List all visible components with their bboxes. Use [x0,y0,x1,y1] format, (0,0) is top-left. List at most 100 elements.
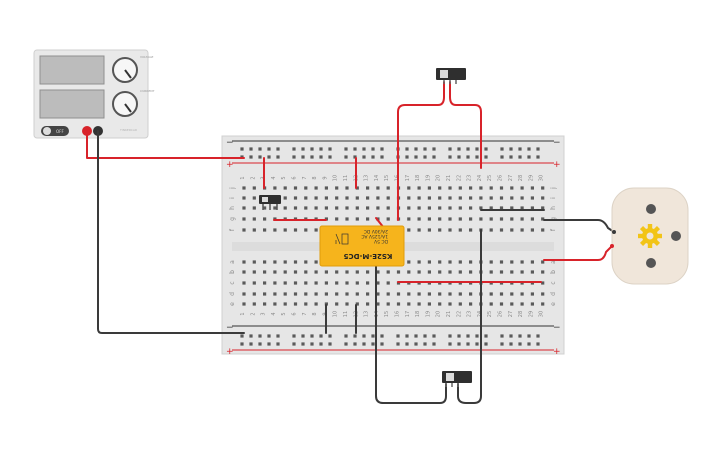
hole-bottom[interactable] [396,270,401,274]
hole-rail[interactable] [414,334,418,338]
hole-bottom[interactable] [293,281,298,285]
hole-top[interactable] [469,217,473,221]
hole-bottom[interactable] [324,270,328,274]
hole-top[interactable] [438,206,442,210]
hole-bottom[interactable] [263,270,267,274]
hole-rail[interactable] [380,155,384,159]
hole-bottom[interactable] [242,281,246,285]
hole-rail[interactable] [448,147,452,151]
hole-top[interactable] [438,186,442,190]
hole-rail[interactable] [432,334,436,338]
hole-rail[interactable] [276,334,280,338]
red-wire-supply-positive[interactable] [86,130,245,159]
hole-top[interactable] [541,206,545,210]
hole-bottom[interactable] [458,292,462,296]
hole-bottom[interactable] [335,292,339,296]
hole-top[interactable] [417,217,421,221]
hole-bottom[interactable] [283,292,287,296]
hole-top[interactable] [499,196,504,200]
hole-top[interactable] [530,206,534,210]
hole-top[interactable] [293,206,298,210]
hole-rail[interactable] [509,342,513,346]
hole-top[interactable] [314,186,318,190]
hole-bottom[interactable] [448,292,452,296]
hole-bottom[interactable] [252,270,256,274]
hole-top[interactable] [314,206,318,210]
hole-bottom[interactable] [469,292,473,296]
hole-bottom[interactable] [417,302,421,306]
hole-rail[interactable] [432,147,436,151]
hole-rail[interactable] [509,147,513,151]
hole-bottom[interactable] [324,281,328,285]
hole-rail[interactable] [414,147,418,151]
hole-bottom[interactable] [283,270,287,274]
hole-rail[interactable] [475,147,479,151]
hole-top[interactable] [366,186,370,190]
red-wire-motor[interactable] [543,245,613,261]
hole-top[interactable] [304,206,308,210]
hole-rail[interactable] [362,155,366,159]
black-wire-supply-negative[interactable] [97,130,245,334]
hole-rail[interactable] [249,147,253,151]
hole-rail[interactable] [267,342,271,346]
hole-bottom[interactable] [366,270,370,274]
hole-rail[interactable] [344,155,348,159]
hole-bottom[interactable] [469,302,473,306]
hole-rail[interactable] [484,155,488,159]
hole-rail[interactable] [267,147,271,151]
black-wire-bottom-switch-left[interactable] [375,265,447,404]
hole-top[interactable] [345,196,349,200]
hole-rail[interactable] [527,342,531,346]
power-toggle[interactable]: OFF [41,126,69,136]
hole-bottom[interactable] [273,292,277,296]
hole-bottom[interactable] [489,302,493,306]
hole-rail[interactable] [301,155,305,159]
hole-top[interactable] [499,217,504,221]
hole-rail[interactable] [518,147,522,151]
hole-top[interactable] [541,186,545,190]
hole-top[interactable] [335,196,339,200]
hole-bottom[interactable] [252,302,256,306]
hole-top[interactable] [366,196,370,200]
hole-rail[interactable] [258,155,262,159]
hole-bottom[interactable] [304,302,308,306]
hole-rail[interactable] [328,147,332,151]
hole-top[interactable] [417,186,421,190]
hole-rail[interactable] [457,155,461,159]
hole-top[interactable] [345,186,349,190]
hole-rail[interactable] [362,342,366,346]
hole-bottom[interactable] [376,270,380,274]
hole-rail[interactable] [292,147,296,151]
hole-rail[interactable] [319,155,323,159]
hole-rail[interactable] [500,147,504,151]
hole-top[interactable] [448,186,452,190]
hole-top[interactable] [283,206,287,210]
hole-top[interactable] [407,196,411,200]
hole-bottom[interactable] [438,302,442,306]
hole-rail[interactable] [448,155,452,159]
hole-rail[interactable] [240,147,244,151]
hole-bottom[interactable] [355,270,359,274]
hole-bottom[interactable] [263,260,267,264]
hole-bottom[interactable] [314,260,318,264]
hole-top[interactable] [386,196,390,200]
hole-rail[interactable] [423,342,427,346]
hole-rail[interactable] [527,334,531,338]
hole-bottom[interactable] [520,302,524,306]
hole-bottom[interactable] [314,270,318,274]
hole-top[interactable] [448,206,452,210]
hole-bottom[interactable] [283,281,287,285]
hole-rail[interactable] [249,342,253,346]
hole-top[interactable] [469,186,473,190]
hole-rail[interactable] [396,334,400,338]
hole-bottom[interactable] [273,281,277,285]
hole-rail[interactable] [344,147,348,151]
hole-bottom[interactable] [345,270,349,274]
hole-rail[interactable] [536,334,540,338]
hole-rail[interactable] [500,334,504,338]
hole-top[interactable] [438,228,442,232]
hole-bottom[interactable] [520,260,524,264]
hole-rail[interactable] [301,342,305,346]
hole-top[interactable] [252,186,256,190]
hole-top[interactable] [438,196,442,200]
